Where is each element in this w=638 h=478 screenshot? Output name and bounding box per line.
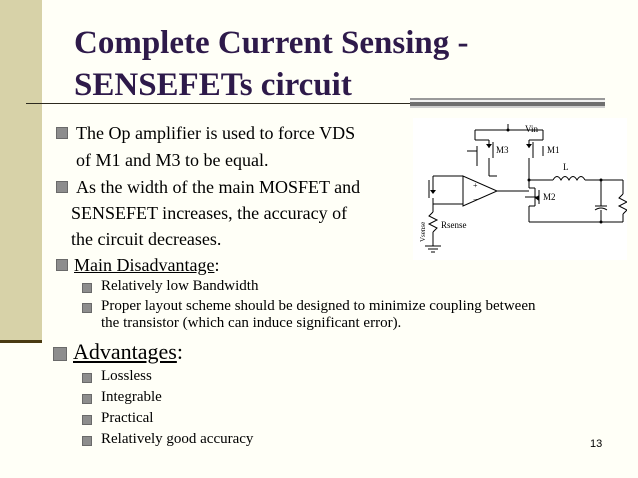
bullet-1-line-2: of M1 and M3 to be equal. <box>76 150 269 170</box>
sensefet-circuit-diagram: Vin M3 M1 L M2 Rsense + − Vsense <box>413 118 627 260</box>
bullet-square-icon <box>56 259 68 271</box>
sub-bullet-square-icon <box>82 303 92 313</box>
advantage-4: Relatively good accuracy <box>101 431 254 447</box>
label-inductor: L <box>563 162 569 172</box>
label-m3: M3 <box>496 145 509 155</box>
circuit-schematic-svg: Vin M3 M1 L M2 Rsense + − Vsense <box>419 124 627 253</box>
sidebar-rule <box>0 340 42 343</box>
bullet-2-line-3: the circuit decreases. <box>71 229 222 249</box>
sidebar-band <box>0 0 42 340</box>
sub-bullet-square-icon <box>82 373 92 383</box>
title-underline-bar <box>410 98 605 108</box>
disadvantage-1: Relatively low Bandwidth <box>101 278 259 294</box>
advantages-label: Advantages <box>73 339 177 364</box>
bullet-2-line-2: SENSEFET increases, the accuracy of <box>71 203 348 223</box>
label-m1: M1 <box>547 145 560 155</box>
main-disadvantage-colon: : <box>214 255 220 275</box>
sub-bullet-square-icon <box>82 394 92 404</box>
label-vsense: Vsense <box>419 222 427 242</box>
label-rsense: Rsense <box>441 220 467 230</box>
slide-title: Complete Current Sensing - SENSEFETs cir… <box>74 22 468 106</box>
bullet-1-line-1: The Op amplifier is used to force VDS <box>76 123 356 143</box>
bullet-square-icon <box>56 127 68 139</box>
main-disadvantage-label: Main Disadvantage <box>74 255 215 275</box>
label-opamp-plus: + <box>473 181 478 190</box>
bullet-square-icon <box>53 347 67 361</box>
advantage-1: Lossless <box>101 368 152 384</box>
advantage-3: Practical <box>101 410 154 426</box>
main-disadvantage-heading: Main Disadvantage: <box>74 254 219 276</box>
title-line-2: SENSEFETs circuit <box>74 67 352 103</box>
sub-bullet-square-icon <box>82 415 92 425</box>
label-m2: M2 <box>543 192 556 202</box>
label-vin: Vin <box>525 124 538 134</box>
label-opamp-minus: − <box>473 195 478 204</box>
bullet-2-line-1: As the width of the main MOSFET and <box>76 177 361 197</box>
title-line-1: Complete Current Sensing - <box>74 25 469 61</box>
sub-bullet-square-icon <box>82 283 92 293</box>
disadvantage-2-line-2: the transistor (which can induce signifi… <box>101 315 402 331</box>
sub-bullet-square-icon <box>82 436 92 446</box>
bullet-square-icon <box>56 181 68 193</box>
advantages-heading: Advantages: <box>73 339 183 365</box>
slide-number: 13 <box>590 438 603 450</box>
advantages-colon: : <box>176 339 183 364</box>
disadvantage-2-line-1: Proper layout scheme should be designed … <box>101 298 536 314</box>
title-underline <box>26 103 410 104</box>
advantage-2: Integrable <box>101 389 162 405</box>
